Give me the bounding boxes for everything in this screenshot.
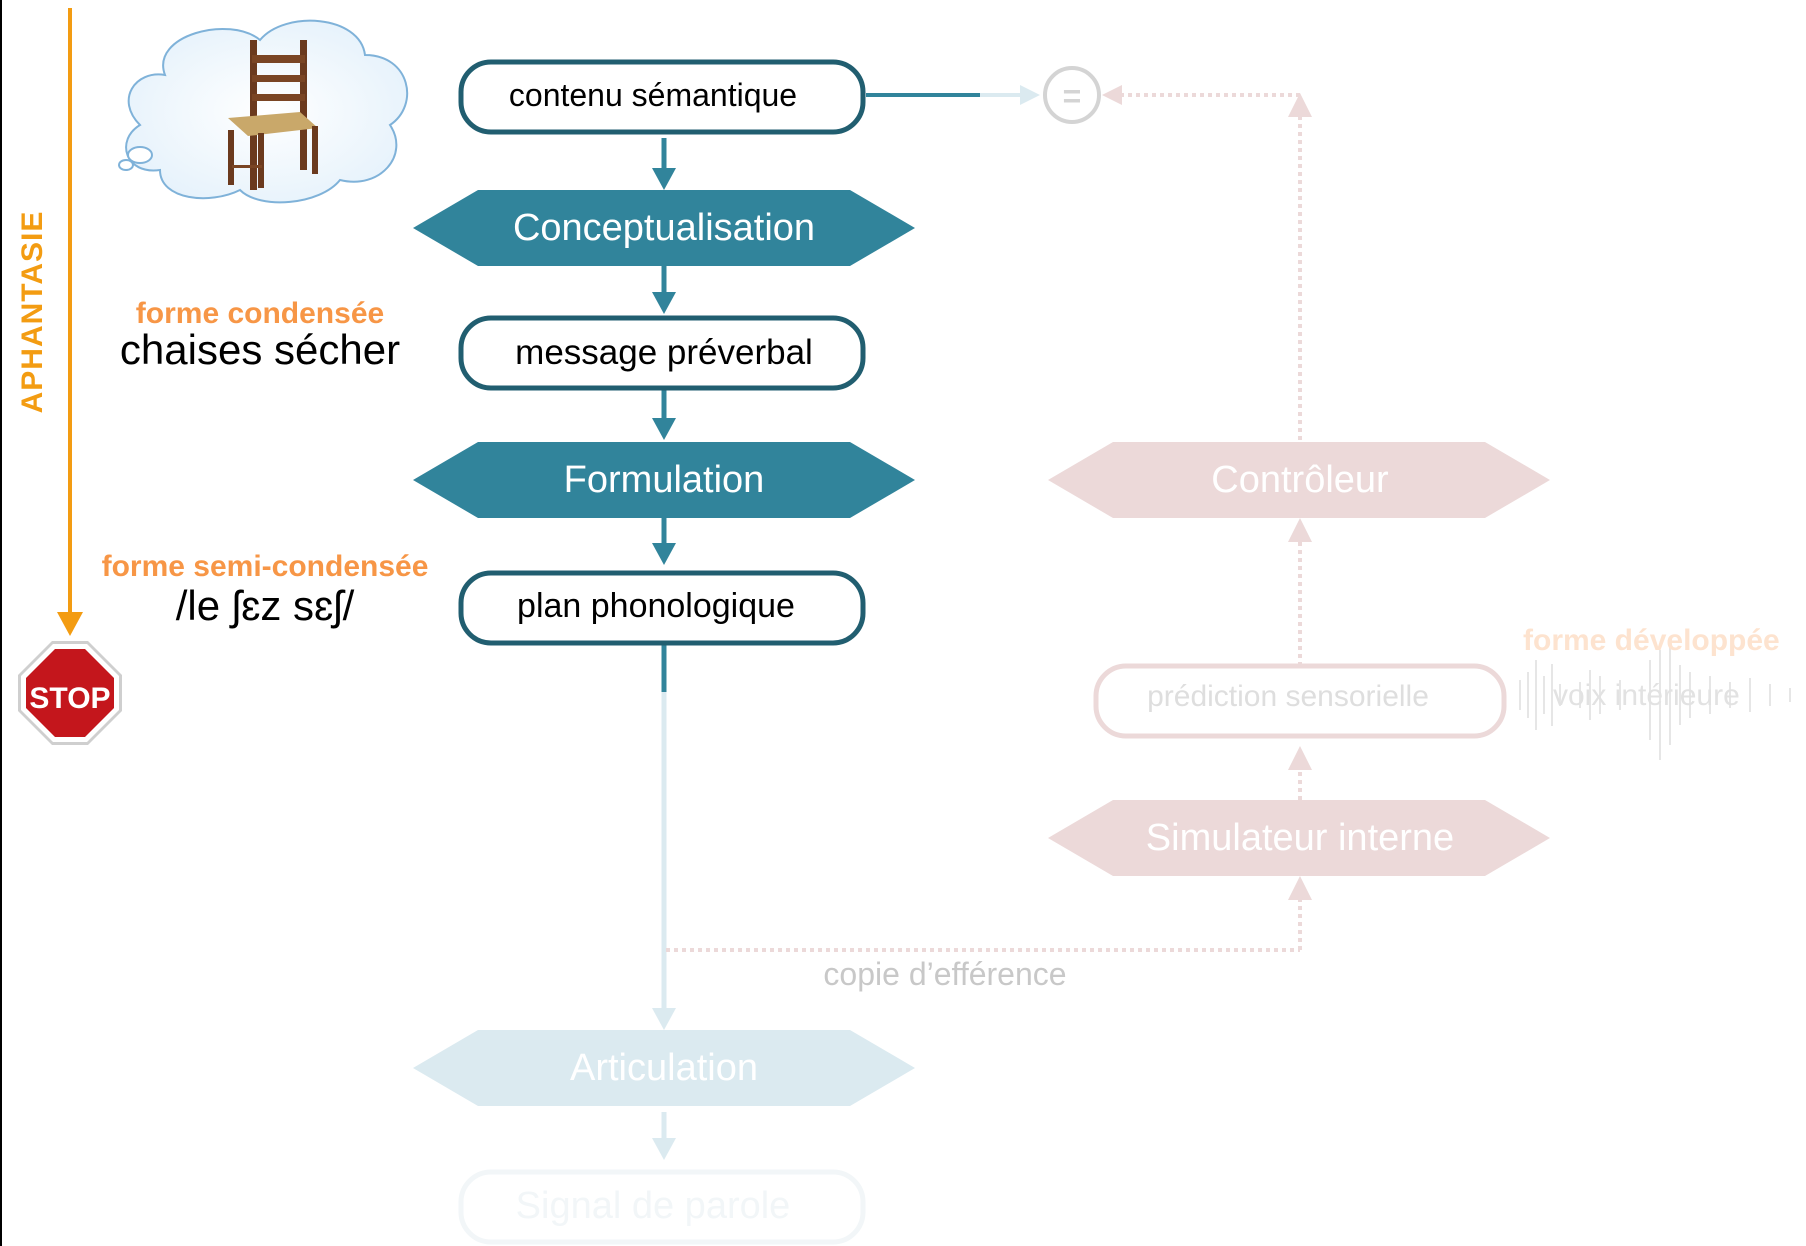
stop-sign-text: STOP xyxy=(29,682,110,715)
developed-form-title: forme développée xyxy=(1523,624,1780,657)
sensory-prediction-box: prédiction sensorielle xyxy=(1093,663,1507,739)
preverbal-message-box: message préverbal xyxy=(458,315,866,391)
semantic-content-box: contenu sémantique xyxy=(458,59,866,135)
internal-simulator-label: Simulateur interne xyxy=(1146,817,1454,859)
aphantasia-axis xyxy=(57,8,83,636)
phonological-plan-box: plan phonologique xyxy=(458,570,866,646)
semi-condensed-form-title: forme semi-condensée xyxy=(102,550,429,583)
sensory-prediction-label: prédiction sensorielle xyxy=(1147,680,1429,713)
condensed-form-example: chaises sécher xyxy=(120,326,400,373)
faded-flow-connectors xyxy=(652,692,676,1160)
efference-copy-label: copie d’efférence xyxy=(823,956,1066,992)
preverbal-message-label: message préverbal xyxy=(515,333,813,372)
formulation-process: Formulation xyxy=(413,442,915,518)
speech-signal-box: Signal de parole xyxy=(458,1169,866,1245)
efference-copy-path xyxy=(666,85,1312,952)
aphantasia-label: APHANTASIE xyxy=(16,211,49,414)
waveform-icon xyxy=(1519,640,1791,760)
controller-process: Contrôleur xyxy=(1048,442,1550,518)
formulation-label: Formulation xyxy=(564,459,765,501)
thought-cloud-icon xyxy=(118,19,409,204)
stop-sign-icon: STOP xyxy=(18,641,122,745)
conceptualisation-process: Conceptualisation xyxy=(413,190,915,266)
conceptualisation-label: Conceptualisation xyxy=(513,207,815,249)
internal-simulator-process: Simulateur interne xyxy=(1048,800,1550,876)
developed-form-example: voix intérieure xyxy=(1553,679,1740,712)
chair-icon xyxy=(228,40,318,190)
speech-signal-label: Signal de parole xyxy=(516,1185,791,1227)
semantic-to-comparator-arrow xyxy=(866,85,1040,105)
comparator-symbol: = xyxy=(1063,78,1082,114)
phonological-plan-label: plan phonologique xyxy=(517,587,795,625)
controller-label: Contrôleur xyxy=(1211,459,1389,501)
condensed-form-title: forme condensée xyxy=(136,297,384,330)
main-flow-connectors xyxy=(652,138,676,692)
semi-condensed-form-example: /le ʃɛz sɛʃ/ xyxy=(176,582,355,629)
comparator-node: = xyxy=(1043,66,1101,124)
articulation-label: Articulation xyxy=(570,1047,758,1089)
articulation-process: Articulation xyxy=(413,1030,915,1106)
semantic-content-label: contenu sémantique xyxy=(509,77,797,113)
